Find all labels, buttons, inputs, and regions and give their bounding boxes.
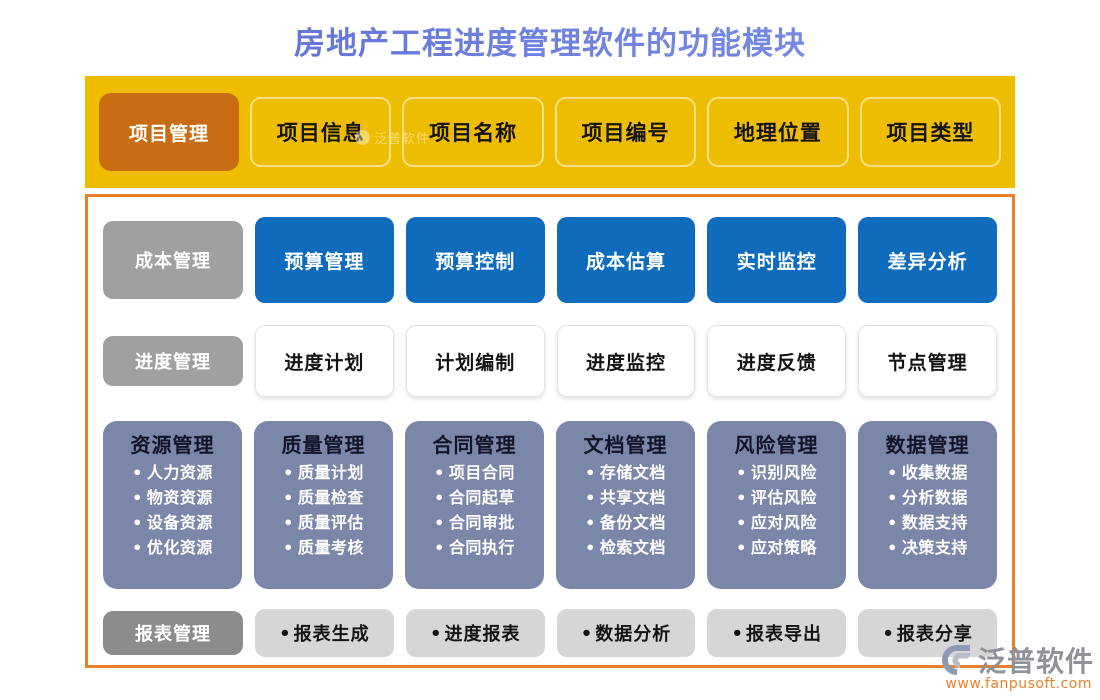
card-quality-management[interactable]: 质量管理 质量计划 质量检查 质量评估 质量考核: [254, 421, 393, 589]
list-item[interactable]: 项目合同: [411, 460, 538, 485]
header-item-geographic-location[interactable]: 地理位置: [707, 97, 849, 167]
row-cells-schedule-management: 进度计划 计划编制 进度监控 进度反馈 节点管理: [255, 325, 997, 397]
row-label-report-management: 报表管理: [103, 611, 243, 655]
cell-report-generation[interactable]: 报表生成: [255, 609, 394, 657]
row-cells-cost-management: 预算管理 预算控制 成本估算 实时监控 差异分析: [255, 217, 997, 303]
list-item[interactable]: 应对风险: [713, 510, 840, 535]
cell-progress-report[interactable]: 进度报表: [405, 609, 545, 657]
list-item[interactable]: 质量评估: [260, 510, 387, 535]
row-label-cost-management: 成本管理: [103, 221, 243, 299]
list-item[interactable]: 合同审批: [411, 510, 538, 535]
list-item[interactable]: 合同执行: [411, 535, 538, 560]
cell-cost-estimation[interactable]: 成本估算: [556, 217, 696, 303]
cell-budget-control[interactable]: 预算控制: [405, 217, 545, 303]
card-title-document-management: 文档管理: [583, 433, 668, 457]
cell-budget-management[interactable]: 预算管理: [255, 217, 394, 303]
row-report-management: 报表管理 报表生成 进度报表 数据分析 报表导出 报表分享: [103, 609, 997, 657]
list-item[interactable]: 共享文档: [562, 485, 689, 510]
list-item[interactable]: 数据支持: [864, 510, 991, 535]
card-title-resource-management: 资源管理: [130, 433, 215, 457]
cell-plan-preparation[interactable]: 计划编制: [405, 325, 545, 397]
card-list-resource-management: 人力资源 物资资源 设备资源 优化资源: [109, 460, 236, 560]
list-item[interactable]: 合同起草: [411, 485, 538, 510]
card-title-data-management: 数据管理: [885, 433, 970, 457]
cell-schedule-monitoring[interactable]: 进度监控: [556, 325, 696, 397]
row-module-cards: 资源管理 人力资源 物资资源 设备资源 优化资源 质量管理 质量计划 质量检查 …: [103, 421, 997, 589]
list-item[interactable]: 优化资源: [109, 535, 236, 560]
card-document-management[interactable]: 文档管理 存储文档 共享文档 备份文档 检索文档: [556, 421, 695, 589]
header-item-project-number[interactable]: 项目编号: [554, 97, 697, 167]
list-item[interactable]: 人力资源: [109, 460, 236, 485]
card-list-document-management: 存储文档 共享文档 备份文档 检索文档: [562, 460, 689, 560]
card-risk-management[interactable]: 风险管理 识别风险 评估风险 应对风险 应对策略: [707, 421, 846, 589]
cell-data-analysis[interactable]: 数据分析: [556, 609, 696, 657]
card-title-quality-management: 质量管理: [281, 433, 366, 457]
header-primary-project-management[interactable]: 项目管理: [99, 93, 239, 171]
card-list-quality-management: 质量计划 质量检查 质量评估 质量考核: [260, 460, 387, 560]
list-item[interactable]: 质量检查: [260, 485, 387, 510]
cell-schedule-plan[interactable]: 进度计划: [255, 325, 394, 397]
card-resource-management[interactable]: 资源管理 人力资源 物资资源 设备资源 优化资源: [103, 421, 242, 589]
list-item[interactable]: 备份文档: [562, 510, 689, 535]
cell-realtime-monitoring[interactable]: 实时监控: [707, 217, 847, 303]
list-item[interactable]: 决策支持: [864, 535, 991, 560]
project-management-header-band: 项目管理 项目信息 项目名称 项目编号 地理位置 项目类型: [85, 76, 1015, 188]
card-list-contract-management: 项目合同 合同起草 合同审批 合同执行: [411, 460, 538, 560]
page-title: 房地产工程进度管理软件的功能模块: [0, 18, 1100, 63]
list-item[interactable]: 存储文档: [562, 460, 689, 485]
header-item-project-type[interactable]: 项目类型: [859, 97, 1002, 167]
brand-url: www.fanpusoft.com: [945, 676, 1092, 692]
modules-panel: 成本管理 预算管理 预算控制 成本估算 实时监控 差异分析 进度管理 进度计划 …: [85, 194, 1015, 668]
header-item-project-info[interactable]: 项目信息: [250, 97, 392, 167]
card-title-contract-management: 合同管理: [432, 433, 517, 457]
list-item[interactable]: 物资资源: [109, 485, 236, 510]
row-schedule-management: 进度管理 进度计划 计划编制 进度监控 进度反馈 节点管理: [103, 325, 997, 397]
row-cells-report-management: 报表生成 进度报表 数据分析 报表导出 报表分享: [255, 609, 997, 657]
cell-milestone-management[interactable]: 节点管理: [858, 325, 997, 397]
list-item[interactable]: 收集数据: [864, 460, 991, 485]
card-list-data-management: 收集数据 分析数据 数据支持 决策支持: [864, 460, 991, 560]
row-label-schedule-management: 进度管理: [103, 336, 243, 386]
list-item[interactable]: 应对策略: [713, 535, 840, 560]
card-contract-management[interactable]: 合同管理 项目合同 合同起草 合同审批 合同执行: [405, 421, 544, 589]
list-item[interactable]: 评估风险: [713, 485, 840, 510]
cell-schedule-feedback[interactable]: 进度反馈: [707, 325, 847, 397]
cell-report-sharing[interactable]: 报表分享: [858, 609, 997, 657]
list-item[interactable]: 质量计划: [260, 460, 387, 485]
card-data-management[interactable]: 数据管理 收集数据 分析数据 数据支持 决策支持: [858, 421, 997, 589]
cell-variance-analysis[interactable]: 差异分析: [858, 217, 997, 303]
list-item[interactable]: 质量考核: [260, 535, 387, 560]
row-cost-management: 成本管理 预算管理 预算控制 成本估算 实时监控 差异分析: [103, 217, 997, 303]
card-list-risk-management: 识别风险 评估风险 应对风险 应对策略: [713, 460, 840, 560]
list-item[interactable]: 检索文档: [562, 535, 689, 560]
cell-report-export[interactable]: 报表导出: [707, 609, 847, 657]
list-item[interactable]: 设备资源: [109, 510, 236, 535]
list-item[interactable]: 分析数据: [864, 485, 991, 510]
list-item[interactable]: 识别风险: [713, 460, 840, 485]
card-title-risk-management: 风险管理: [734, 433, 819, 457]
header-item-project-name[interactable]: 项目名称: [402, 97, 544, 167]
